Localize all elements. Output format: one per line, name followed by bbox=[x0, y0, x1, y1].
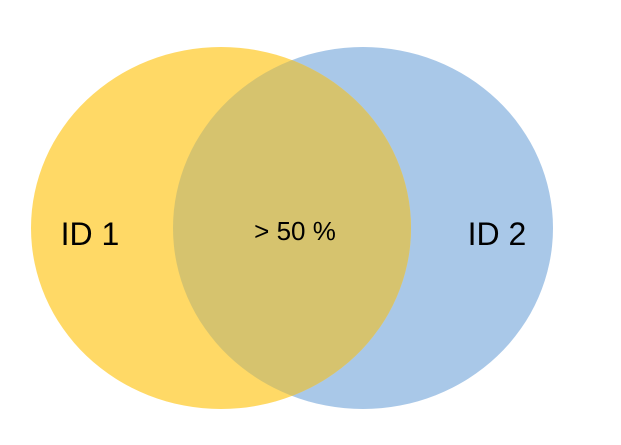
overlap-label: > 50 % bbox=[254, 216, 336, 246]
set-label-id2: ID 2 bbox=[468, 216, 527, 252]
set-label-id1: ID 1 bbox=[61, 216, 120, 252]
overlap-region bbox=[173, 47, 411, 409]
